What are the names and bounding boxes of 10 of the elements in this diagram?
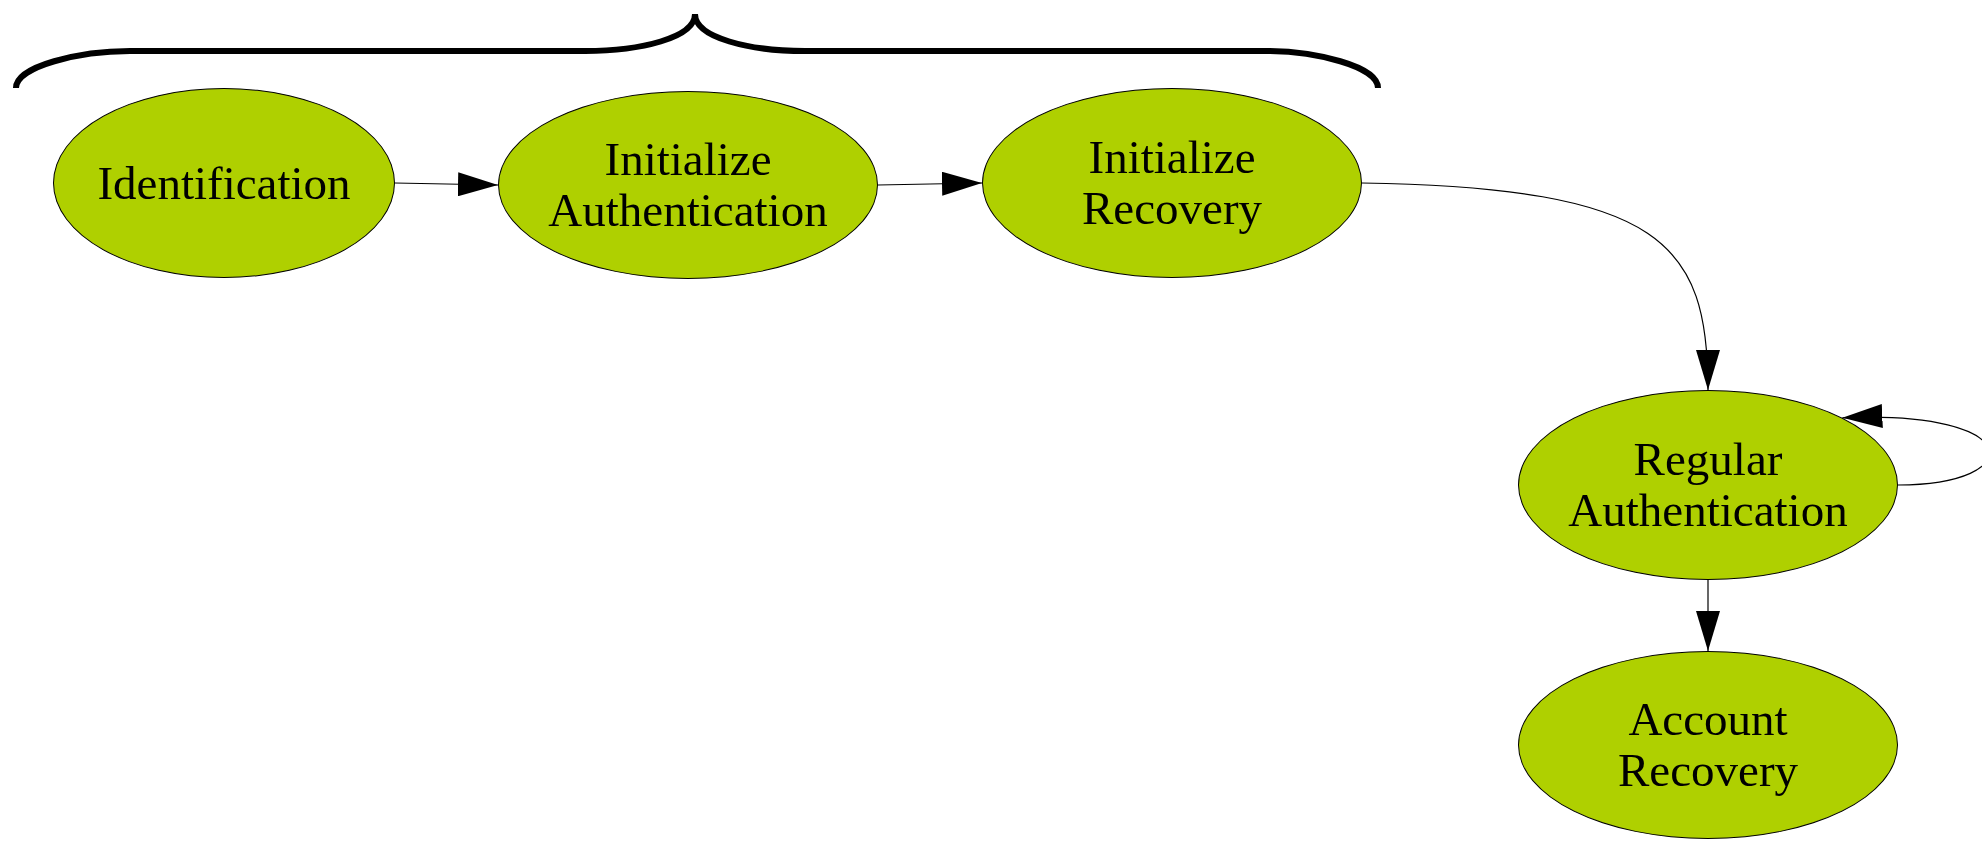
state-label: Regular Authentication bbox=[1567, 434, 1849, 536]
arrow bbox=[394, 172, 499, 197]
state-label: Account Recovery bbox=[1616, 694, 1800, 796]
arrow bbox=[1696, 579, 1720, 652]
state-label: Initialize Recovery bbox=[1080, 132, 1264, 234]
state-label: Identification bbox=[97, 157, 351, 209]
arrow bbox=[1361, 182, 1719, 391]
arrow bbox=[877, 171, 983, 196]
state-label: Initialize Authentication bbox=[547, 134, 829, 236]
arrow bbox=[1841, 405, 1982, 486]
